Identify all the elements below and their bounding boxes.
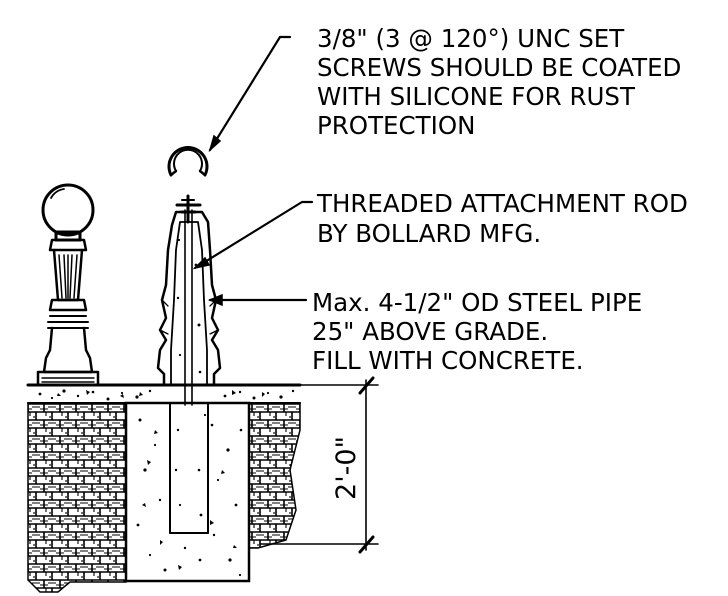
note-line: 25" ABOVE GRADE. <box>312 317 548 346</box>
bollard-cap-section <box>167 146 209 177</box>
soil-right <box>248 402 301 549</box>
leader-set-screws <box>208 35 292 153</box>
note-line: WITH SILICONE FOR RUST <box>317 82 636 111</box>
bollard-elevation <box>36 183 100 387</box>
concrete-slab <box>26 383 302 404</box>
note-line: PROTECTION <box>317 111 475 140</box>
note-line: 3/8" (3 @ 120°) UNC SET <box>317 24 625 53</box>
note-set-screws: 3/8" (3 @ 120°) UNC SET SCREWS SHOULD BE… <box>317 24 681 140</box>
note-line: Max. 4-1/2" OD STEEL PIPE <box>312 288 642 317</box>
soil-left <box>27 402 127 593</box>
note-attachment-rod: THREADED ATTACHMENT ROD BY BOLLARD MFG. <box>316 189 688 248</box>
note-line: SCREWS SHOULD BE COATED <box>317 53 681 82</box>
dimension-label: 2'-0" <box>331 436 362 500</box>
dimension-footing-depth: 2'-0" <box>259 376 379 554</box>
note-line: FILL WITH CONCRETE. <box>312 346 584 375</box>
bollard-shell-section <box>156 194 222 387</box>
leader-attachment-rod <box>192 200 314 270</box>
note-line: BY BOLLARD MFG. <box>317 219 541 248</box>
note-steel-pipe: Max. 4-1/2" OD STEEL PIPE 25" ABOVE GRAD… <box>312 288 642 375</box>
concrete-footing <box>124 401 251 583</box>
embedded-pipe <box>169 209 209 534</box>
note-line: THREADED ATTACHMENT ROD <box>316 189 688 218</box>
leader-steel-pipe <box>208 293 308 307</box>
